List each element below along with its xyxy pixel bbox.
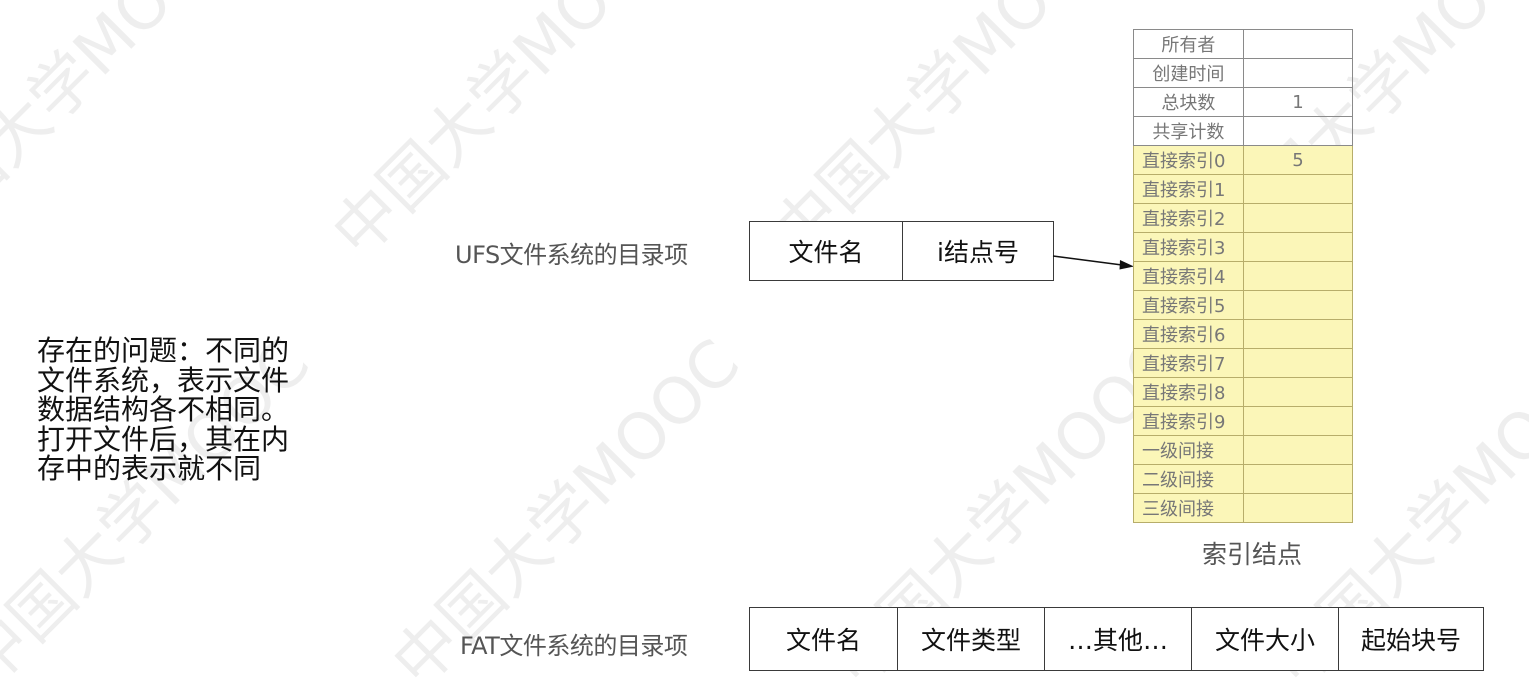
ufs-field-filename: 文件名 [788, 238, 864, 267]
fat-field-start-block: 起始块号 [1338, 608, 1483, 670]
inode-field-name: 二级间接 [1133, 464, 1244, 494]
fat-dir-entry-label: FAT文件系统的目录项 [460, 632, 688, 660]
inode-field-name: 共享计数 [1133, 116, 1244, 146]
inode-row: 直接索引2 [1133, 203, 1354, 233]
fat-field-filename: 文件名 [785, 626, 861, 655]
inode-field-name: 直接索引1 [1133, 174, 1244, 204]
inode-field-value [1242, 406, 1354, 436]
inode-field-value [1242, 232, 1354, 262]
inode-row: 直接索引8 [1133, 377, 1354, 407]
inode-field-name: 三级间接 [1133, 493, 1244, 523]
inode-row: 三级间接 [1133, 493, 1354, 523]
fat-field-filesize: 文件大小 [1191, 608, 1338, 670]
problem-line: 存在的问题：不同的 [37, 334, 290, 367]
fat-dir-entry: 文件名 文件类型 …其他… 文件大小 起始块号 [749, 607, 1484, 671]
problem-line: 存中的表示就不同 [37, 452, 262, 485]
inode-row: 一级间接 [1133, 435, 1354, 465]
inode-field-value [1242, 290, 1354, 320]
inode-caption: 索引结点 [1201, 540, 1302, 569]
inode-field-value [1242, 261, 1354, 291]
inode-field-name: 直接索引0 [1133, 145, 1244, 175]
inode-field-name: 创建时间 [1133, 58, 1244, 88]
inode-field-name: 直接索引9 [1133, 406, 1244, 436]
inode-field-name: 所有者 [1133, 29, 1244, 59]
inode-field-value [1242, 116, 1354, 146]
inode-field-value [1242, 435, 1354, 465]
inode-row: 直接索引5 [1133, 290, 1354, 320]
inode-field-name: 直接索引8 [1133, 377, 1244, 407]
inode-field-value: 1 [1242, 87, 1354, 117]
inode-row: 直接索引4 [1133, 261, 1354, 291]
inode-field-value [1242, 319, 1354, 349]
pointer-arrow [1052, 255, 1134, 270]
inode-field-value [1242, 29, 1354, 59]
inode-field-value [1242, 493, 1354, 523]
fat-field-filetype: 文件类型 [897, 608, 1044, 670]
inode-row: 直接索引9 [1133, 406, 1354, 436]
inode-field-name: 直接索引7 [1133, 348, 1244, 378]
ufs-field-inode-number: i结点号 [902, 222, 1053, 280]
inode-row: 所有者 [1133, 29, 1354, 59]
inode-row: 创建时间 [1133, 58, 1354, 88]
inode-field-value [1242, 174, 1354, 204]
inode-field-name: 一级间接 [1133, 435, 1244, 465]
ufs-dir-entry: 文件名 i结点号 [749, 221, 1054, 281]
inode-field-value [1242, 203, 1354, 233]
ufs-dir-entry-label: UFS文件系统的目录项 [455, 241, 688, 269]
problem-line: 文件系统，表示文件 [37, 363, 290, 397]
problem-line: 打开文件后，其在内 [37, 422, 290, 456]
fat-field-other: …其他… [1044, 608, 1191, 670]
inode-field-name: 总块数 [1133, 87, 1244, 117]
inode-field-value [1242, 58, 1354, 88]
watermark-text: 中国大学MOOC [0, 0, 254, 271]
inode-field-value [1242, 348, 1354, 378]
inode-field-value [1242, 464, 1354, 494]
inode-field-name: 直接索引5 [1133, 290, 1244, 320]
inode-field-name: 直接索引3 [1133, 232, 1244, 262]
inode-row: 二级间接 [1133, 464, 1354, 494]
inode-field-value: 5 [1242, 145, 1354, 175]
inode-row: 共享计数 [1133, 116, 1354, 146]
inode-field-name: 直接索引4 [1133, 261, 1244, 291]
watermark-text: 中国大学MOOC [319, 0, 694, 271]
inode-row: 直接索引1 [1133, 174, 1354, 204]
inode-field-value [1242, 377, 1354, 407]
inode-row: 直接索引3 [1133, 232, 1354, 262]
inode-row: 直接索引6 [1133, 319, 1354, 349]
problem-line: 数据结构各不相同。 [37, 393, 290, 426]
inode-field-name: 直接索引2 [1133, 203, 1244, 233]
inode-field-name: 直接索引6 [1133, 319, 1244, 349]
problem-statement: 存在的问题：不同的 文件系统，表示文件 数据结构各不相同。 打开文件后，其在内 … [37, 336, 337, 484]
inode-row: 直接索引7 [1133, 348, 1354, 378]
